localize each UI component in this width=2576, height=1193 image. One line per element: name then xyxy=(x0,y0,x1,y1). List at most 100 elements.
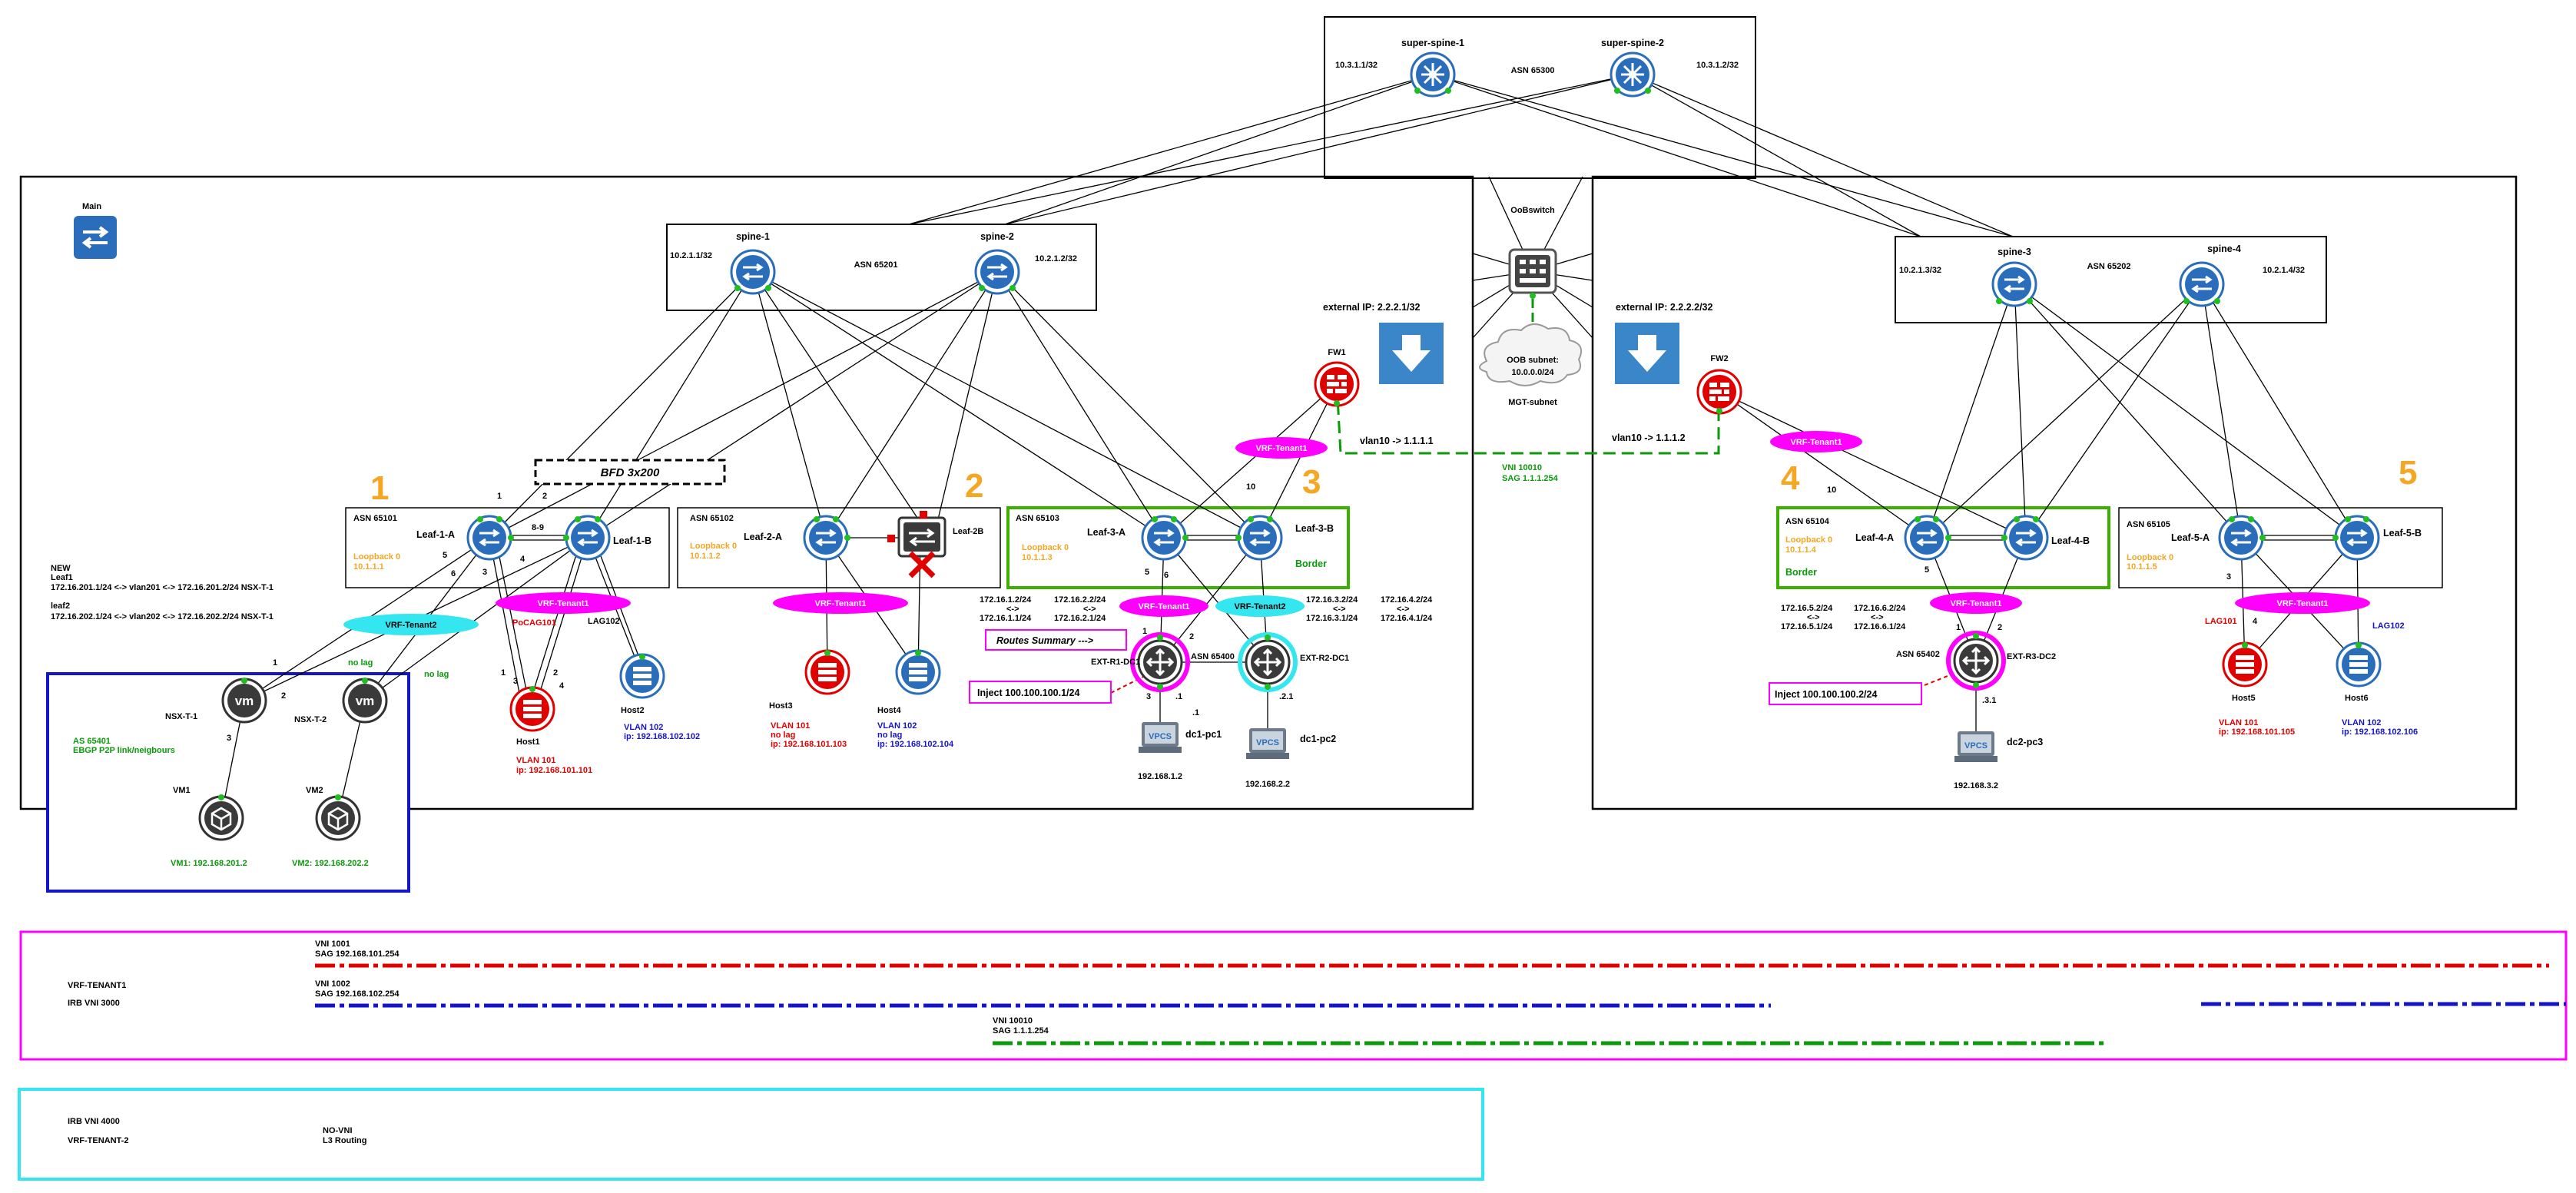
pod3-port-5: 5 xyxy=(1145,568,1149,577)
main-label: Main xyxy=(82,202,101,211)
pod1-vrf-tenant2-label: VRF-Tenant2 xyxy=(385,621,436,630)
pod1-number: 1 xyxy=(370,469,389,507)
host5-icon[interactable] xyxy=(2222,641,2268,688)
oob-cloud-icon xyxy=(1479,323,1582,386)
legend-l3: L3 Routing xyxy=(323,1136,366,1145)
spine-2-label: spine-2 xyxy=(980,231,1014,242)
pod5-loopback: Loopback 0 xyxy=(2127,553,2173,562)
p2p-c1: 172.16.3.2/24 xyxy=(1306,595,1358,605)
host1-label: Host1 xyxy=(516,737,540,747)
leaf-1-a-icon[interactable] xyxy=(466,515,512,561)
pod3-role: Border xyxy=(1295,558,1327,569)
pod5-vrf-tenant1-label: VRF-Tenant1 xyxy=(2276,599,2328,608)
super-spine-2-label: super-spine-2 xyxy=(1601,38,1664,48)
mgt-subnet-label: MGT-subnet xyxy=(1508,398,1557,407)
leaf-4-b-icon[interactable] xyxy=(2003,515,2049,561)
main-icon[interactable] xyxy=(74,216,117,259)
host1-ip: ip: 192.168.101.101 xyxy=(516,766,592,775)
p2p-b1: 172.16.2.2/24 xyxy=(1054,595,1106,605)
dc2-pc3-icon[interactable] xyxy=(1954,731,1997,762)
host3-icon[interactable] xyxy=(804,649,850,695)
host1-icon[interactable] xyxy=(509,686,555,732)
leaf-2-a-icon[interactable] xyxy=(803,515,849,561)
dc2-spine-asn: ASN 65202 xyxy=(2087,262,2131,271)
dc1-inject-label: Inject 100.100.100.1/24 xyxy=(977,688,1079,698)
host4-vlan: VLAN 102 xyxy=(877,721,917,731)
host6-icon[interactable] xyxy=(2336,641,2382,688)
pod1-asn: ASN 65101 xyxy=(353,514,397,523)
dc2-p2p-a2: <-> xyxy=(1807,613,1820,622)
vm2-label: VM2 xyxy=(306,786,323,795)
legend-vni1001: VNI 1001 xyxy=(315,939,350,949)
pod5-port-4: 4 xyxy=(2253,617,2258,626)
new-line-3: leaf2 xyxy=(51,601,70,611)
ext-r1-gw1: .1 xyxy=(1175,692,1182,701)
spine-4-label: spine-4 xyxy=(2207,244,2241,254)
host3-vlan: VLAN 101 xyxy=(771,721,810,731)
nsx-no-lag-2: no lag xyxy=(424,670,449,679)
host3-ip: ip: 192.168.101.103 xyxy=(771,740,847,749)
leaf-2b-label: Leaf-2B xyxy=(953,527,983,536)
ext-r3-label: EXT-R3-DC2 xyxy=(2007,652,2056,661)
host2-icon[interactable] xyxy=(619,653,665,699)
dc1-pc2-ip: 192.168.2.2 xyxy=(1245,780,1290,789)
leaf-3-b-icon[interactable] xyxy=(1237,515,1283,561)
pod4-vrf-tenant1-label: VRF-Tenant1 xyxy=(1950,599,2001,608)
leaf-5-b-icon[interactable] xyxy=(2334,515,2380,561)
ext-r1-icon[interactable] xyxy=(1137,639,1183,685)
vm1-icon[interactable] xyxy=(198,795,244,841)
dc1-fw-vrf-label: VRF-Tenant1 xyxy=(1255,444,1307,453)
dc2-frame xyxy=(1591,175,2518,810)
pod1-vrf-tenant2 xyxy=(343,614,479,635)
leaf-5-a-icon[interactable] xyxy=(2218,515,2264,561)
ext-r2-gw: .2.1 xyxy=(1279,692,1293,701)
ext-dc2-asn: ASN 65402 xyxy=(1896,650,1940,659)
leaf-2b-failed-icon xyxy=(908,551,936,578)
vm1-label: VM1 xyxy=(173,786,191,795)
leaf-3-a-icon[interactable] xyxy=(1141,515,1187,561)
host1-vlan: VLAN 101 xyxy=(516,756,555,765)
nsx-t-1-icon[interactable] xyxy=(221,678,267,724)
p2p-b3: 172.16.2.1/24 xyxy=(1054,614,1106,623)
ext-r2-icon[interactable] xyxy=(1245,639,1291,685)
leaf-1-b-icon[interactable] xyxy=(565,515,611,561)
pod3-vrf-tenant1-label: VRF-Tenant1 xyxy=(1138,602,1189,611)
pod1-port-5: 5 xyxy=(443,551,447,560)
dc2-p2p-b3: 172.16.6.1/24 xyxy=(1854,622,1906,631)
pod2-asn: ASN 65102 xyxy=(690,514,734,523)
oob-subnet-label: OOB subnet: xyxy=(1507,356,1559,365)
super-spine-2-ip: 10.3.1.2/32 xyxy=(1696,61,1739,70)
spine-1-label: spine-1 xyxy=(736,231,770,242)
oob-sag-label: SAG 1.1.1.254 xyxy=(1502,474,1559,483)
ext-r3-port-2: 2 xyxy=(1997,623,2002,632)
nsx-desc: EBGP P2P link/neigbours xyxy=(73,746,175,755)
host4-icon[interactable] xyxy=(895,649,941,695)
legend-sag2: SAG 192.168.102.254 xyxy=(315,989,399,999)
vm2-icon[interactable] xyxy=(315,795,361,841)
host6-ip: ip: 192.168.102.106 xyxy=(2342,727,2418,737)
dc1-frame xyxy=(19,175,1474,810)
p2p-a3: 172.16.1.1/24 xyxy=(980,614,1032,623)
leaf-4-a-icon[interactable] xyxy=(1904,515,1950,561)
super-spine-asn: ASN 65300 xyxy=(1511,66,1555,75)
dc1-pc1-icon[interactable] xyxy=(1139,722,1182,753)
oob-vni-label: VNI 10010 xyxy=(1502,463,1542,472)
pod4-role: Border xyxy=(1785,567,1817,578)
dc2-fw-vrf-tenant1 xyxy=(1770,431,1862,452)
nsx-t-2-icon[interactable] xyxy=(342,678,388,724)
dc2-spine-frame xyxy=(1895,236,2327,323)
ext-r2-label: EXT-R2-DC1 xyxy=(1300,654,1349,663)
dc1-pc2-icon[interactable] xyxy=(1246,728,1289,759)
ext-r3-icon[interactable] xyxy=(1953,638,1999,684)
leaf-5-b-label: Leaf-5-B xyxy=(2383,528,2422,539)
p2p-a2: <-> xyxy=(1006,605,1019,614)
host5-vlan: VLAN 101 xyxy=(2219,718,2258,727)
dc1-external-ip: external IP: 2.2.2.1/32 xyxy=(1323,302,1421,313)
new-line-2: 172.16.201.1/24 <-> vlan201 <-> 172.16.2… xyxy=(51,583,274,592)
host6-label: Host6 xyxy=(2345,694,2369,703)
spine-1-ip: 10.2.1.1/32 xyxy=(670,251,712,260)
host4-lag: no lag xyxy=(877,731,902,740)
pod2-vrf-tenant1-label: VRF-Tenant1 xyxy=(814,599,866,608)
dc1-spine-asn: ASN 65201 xyxy=(854,260,898,270)
